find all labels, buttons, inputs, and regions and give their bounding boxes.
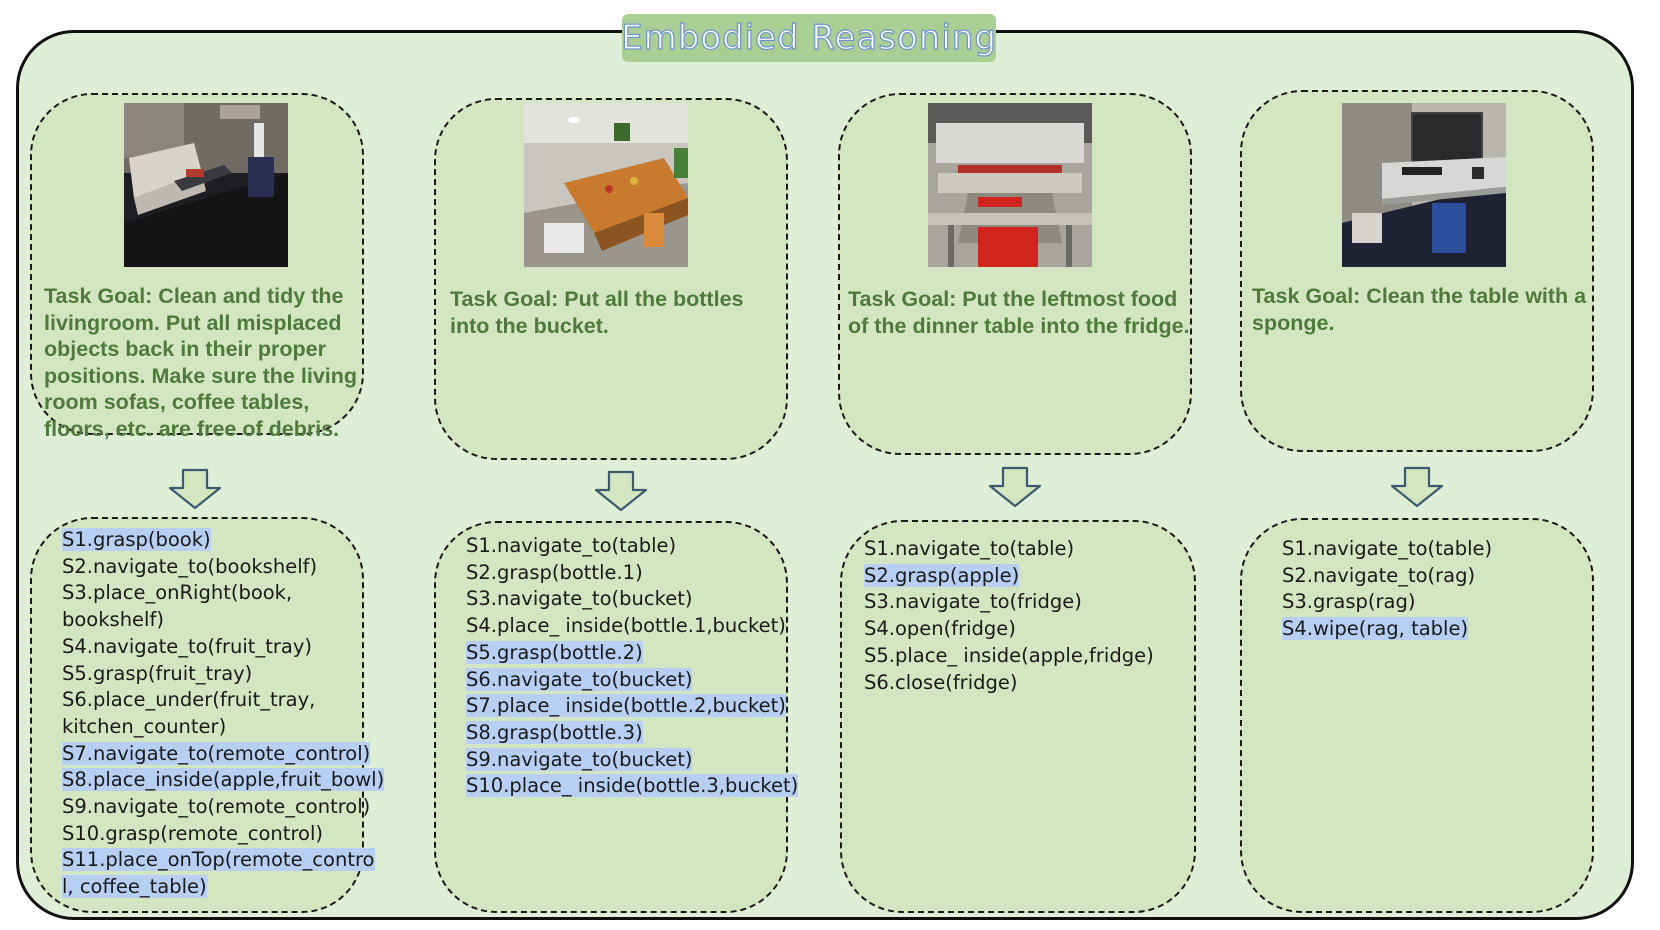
list-item: S4.place_ inside(bottle.1,bucket): [466, 614, 786, 638]
living-room-scene-icon: [124, 103, 288, 267]
list-item: S11.place_onTop(remote_contro: [62, 848, 375, 872]
list-item: S1.navigate_to(table): [1282, 537, 1493, 560]
list-item: S3.navigate_to(bucket): [466, 587, 693, 611]
list-item: S4.wipe(rag, table): [1282, 617, 1469, 641]
list-item: S2.navigate_to(bookshelf): [62, 554, 318, 578]
list-item: S5.place_ inside(apple,fridge): [864, 643, 1154, 667]
list-item: S1.grasp(book): [62, 528, 211, 551]
scene-image-2: [524, 103, 688, 267]
list-item: S3.navigate_to(fridge): [864, 590, 1082, 614]
dining-room-scene-icon: [928, 103, 1092, 267]
plan-panel-2: [434, 521, 788, 913]
list-item: S5.grasp(fruit_tray): [62, 661, 253, 685]
arrow-down-icon: [594, 470, 648, 512]
diagram-title: Embodied Reasoning: [620, 17, 997, 58]
list-item: bookshelf): [62, 608, 164, 632]
scene-image-1: [124, 103, 288, 267]
list-item: S6.place_under(fruit_tray,: [62, 688, 316, 712]
list-item: S6.close(fridge): [864, 670, 1018, 694]
list-item: S4.navigate_to(fruit_tray): [62, 634, 312, 658]
arrow-down-icon: [1390, 466, 1444, 508]
list-item: S4.open(fridge): [864, 617, 1016, 641]
task-panel-2: [434, 98, 788, 460]
list-item: S3.grasp(rag): [1282, 590, 1416, 614]
list-item: S2.grasp(bottle.1): [466, 560, 643, 584]
arrow-down-icon: [988, 466, 1042, 508]
list-item: kitchen_counter): [62, 714, 227, 738]
plan-panel-4: [1240, 518, 1594, 913]
kitchen-dining-scene-icon: [524, 103, 688, 267]
task-goal-4: Task Goal: Clean the table with a sponge…: [1252, 284, 1587, 335]
list-item: S7.navigate_to(remote_control): [62, 741, 371, 765]
scene-image-4: [1342, 103, 1506, 267]
step-list-2: S1.navigate_to(table) S2.grasp(bottle.1)…: [466, 533, 799, 800]
list-item: S1.navigate_to(table): [466, 534, 677, 557]
step-list-3: S1.navigate_to(table) S2.grasp(apple) S3…: [864, 536, 1154, 696]
list-item: S10.place_ inside(bottle.3,bucket): [466, 774, 799, 798]
task-goal-2: Task Goal: Put all the bottles into the …: [450, 287, 744, 338]
arrow-down-icon: [168, 468, 222, 510]
list-item: l, coffee_table): [62, 875, 207, 899]
title-banner: Embodied Reasoning: [620, 14, 997, 62]
list-item: S3.place_onRight(book,: [62, 581, 293, 605]
scene-image-3: [928, 103, 1092, 267]
list-item: S8.place_inside(apple,fruit_bowl): [62, 768, 385, 792]
list-item: S10.grasp(remote_control): [62, 821, 323, 845]
step-list-4: S1.navigate_to(table) S2.navigate_to(rag…: [1282, 536, 1492, 643]
list-item: S9.navigate_to(bucket): [466, 747, 693, 771]
list-item: S1.navigate_to(table): [864, 537, 1075, 560]
plan-panel-1: [30, 517, 364, 913]
office-desk-scene-icon: [1342, 103, 1506, 267]
list-item: S8.grasp(bottle.3): [466, 720, 643, 744]
task-goal-3: Task Goal: Put the leftmost food of the …: [848, 287, 1190, 338]
step-list-1: S1.grasp(book) S2.navigate_to(bookshelf)…: [62, 527, 385, 901]
list-item: S2.navigate_to(rag): [1282, 563, 1476, 587]
task-goal-1: Task Goal: Clean and tidy the livingroom…: [44, 284, 358, 441]
list-item: S6.navigate_to(bucket): [466, 667, 693, 691]
list-item: S2.grasp(apple): [864, 563, 1020, 587]
list-item: S7.place_ inside(bottle.2,bucket): [466, 694, 786, 718]
list-item: S9.navigate_to(remote_control): [62, 795, 371, 819]
list-item: S5.grasp(bottle.2): [466, 640, 643, 664]
